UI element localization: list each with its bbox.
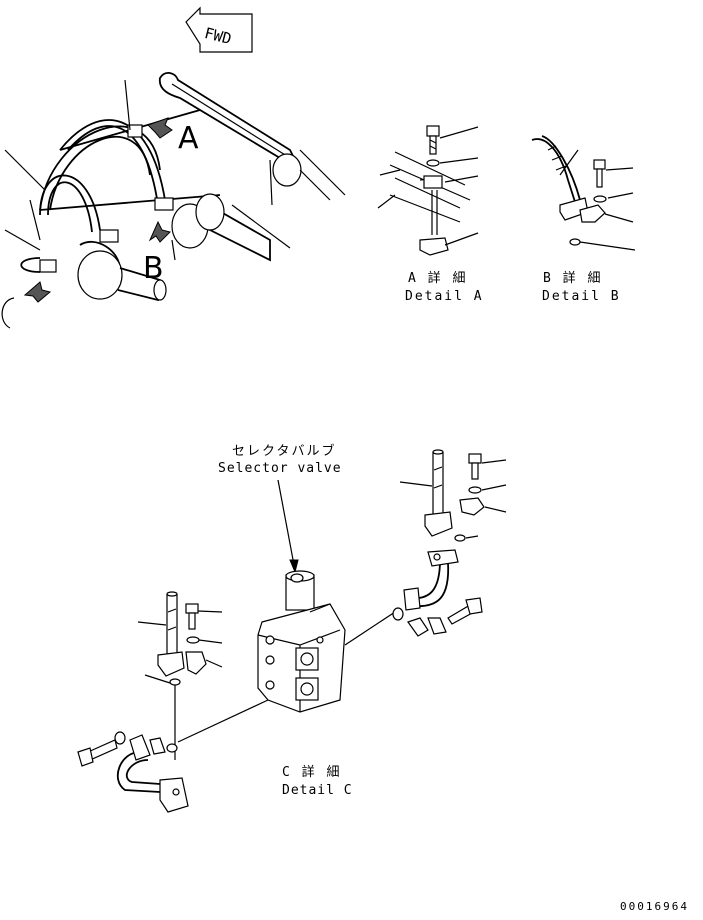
machine-overview xyxy=(4,72,346,303)
detail-b-en: Detail B xyxy=(542,289,621,304)
selector-valve-jp: セレクタバルブ xyxy=(232,443,336,459)
right-hose-fittings xyxy=(392,449,507,637)
detail-b-drawing xyxy=(531,135,636,251)
callout-b: B xyxy=(143,251,164,286)
callout-a: A xyxy=(178,121,199,156)
detail-a-en: Detail A xyxy=(405,289,484,304)
left-hose-fittings xyxy=(77,591,223,813)
drawing-number: 00016964 xyxy=(620,900,689,913)
detail-c-jp: C 詳 細 xyxy=(282,764,341,780)
callout-c-circle xyxy=(1,297,15,329)
selector-valve-body xyxy=(257,570,346,713)
selector-valve-en: Selector valve xyxy=(218,461,342,476)
fwd-arrow-icon xyxy=(185,6,253,53)
detail-a-jp: A 詳 細 xyxy=(408,270,467,286)
detail-a-drawing xyxy=(377,125,479,256)
detail-b-jp: B 詳 細 xyxy=(543,270,602,286)
detail-c-en: Detail C xyxy=(282,783,353,798)
